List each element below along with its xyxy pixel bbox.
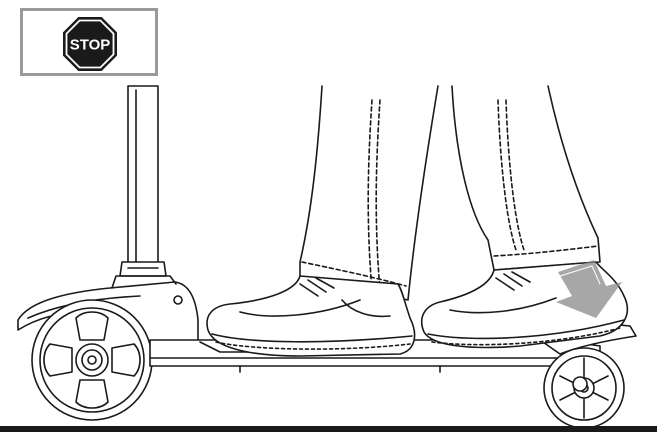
front-wheel: [32, 300, 152, 420]
rear-wheel: [544, 348, 624, 428]
steering-column: [120, 86, 166, 276]
left-shoe: [207, 276, 415, 356]
ground-line: [0, 426, 657, 432]
right-leg: [452, 86, 600, 270]
left-leg: [300, 86, 438, 300]
